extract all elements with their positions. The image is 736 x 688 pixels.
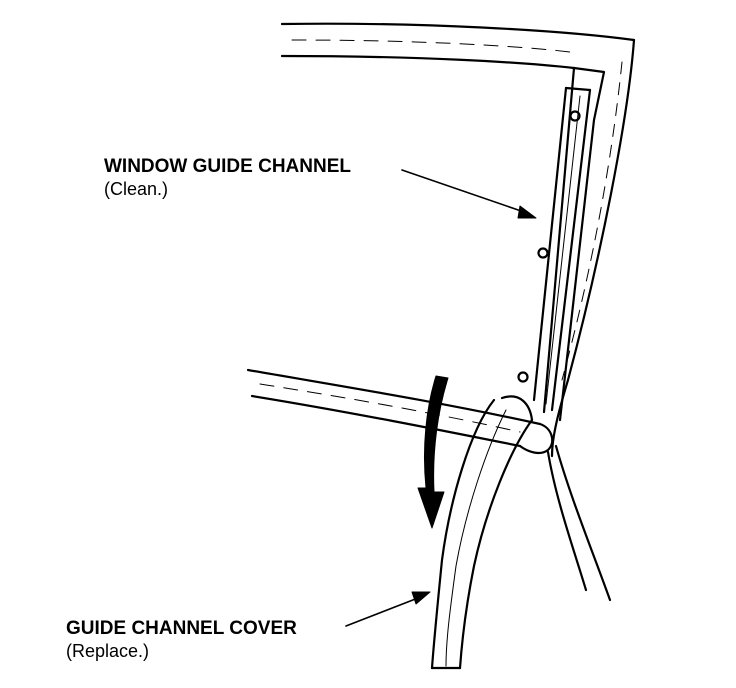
window-guide-channel-callout: WINDOW GUIDE CHANNEL (Clean.) [104,156,351,200]
window-guide-channel-label: WINDOW GUIDE CHANNEL [104,156,351,177]
leader-arrowhead-icon [411,591,431,605]
upper-door-frame [280,22,636,458]
guide-channel-cover [430,395,534,670]
guide-channel-cover-instruction: (Replace.) [66,641,150,661]
window-guide-channel-instruction: (Clean.) [104,179,169,199]
leader-arrowhead-icon [517,205,537,219]
window-guide-channel [517,66,606,422]
guide-channel-cover-leader [345,597,419,627]
window-guide-channel-leader [401,169,525,213]
lower-door-edge [546,444,612,602]
screw-icon [569,110,581,122]
screw-icon [517,371,529,383]
removal-direction-arrow [417,375,449,529]
screw-icon [537,247,549,259]
guide-channel-cover-callout: GUIDE CHANNEL COVER (Replace.) [66,618,297,662]
leader-lines [345,169,537,627]
guide-channel-cover-label: GUIDE CHANNEL COVER [66,618,297,639]
belt-line-molding [246,368,554,455]
